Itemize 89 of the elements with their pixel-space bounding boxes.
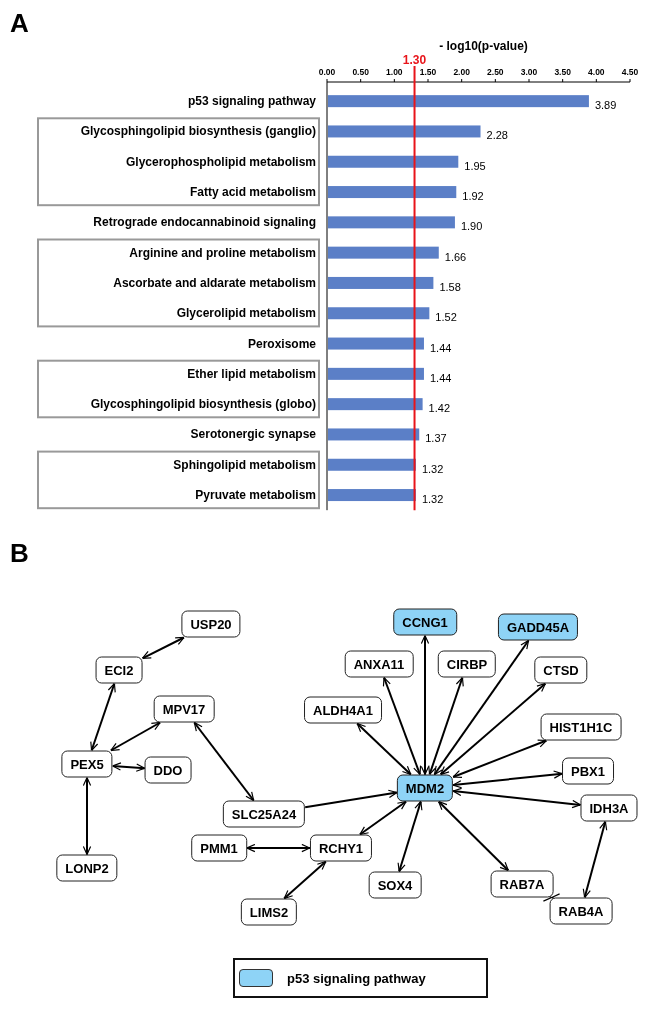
category-label: Glycosphingolipid biosynthesis (globo) <box>90 397 316 412</box>
value-label: 1.42 <box>428 402 451 415</box>
arrow <box>420 634 430 776</box>
category-label: Serotonergic synapse <box>190 427 316 442</box>
arrow <box>356 722 412 776</box>
gene-box: ECI2 <box>95 656 143 684</box>
threshold-label: 1.30 <box>402 53 427 67</box>
category-label: Pyruvate metabolism <box>195 488 316 503</box>
value-label: 1.52 <box>435 311 457 324</box>
gene-box: SOX4 <box>368 871 422 899</box>
gene-box: RAB7A <box>490 870 554 898</box>
tick-label: 4.50 <box>621 67 639 77</box>
arrow <box>452 739 548 778</box>
arrow <box>428 676 464 776</box>
arrow <box>452 770 563 789</box>
category-label: Glycerolipid metabolism <box>176 306 316 321</box>
arrow <box>245 843 311 853</box>
category-label: Glycerophospholipid metabolism <box>125 154 316 169</box>
gene-box: IDH3A <box>580 794 638 822</box>
gene-box: DDO <box>144 756 192 784</box>
value-label: 1.95 <box>464 159 486 172</box>
value-label: 2.28 <box>486 129 508 142</box>
gene-box: GADD45A <box>497 613 579 641</box>
gene-box: LONP2 <box>56 854 118 882</box>
arrow <box>433 639 530 776</box>
category-label: Fatty acid metabolism <box>189 185 316 200</box>
tick-label: 0.50 <box>352 67 369 77</box>
value-label: 1.66 <box>444 250 467 263</box>
value-label: 1.32 <box>421 493 444 506</box>
arrow <box>283 860 327 900</box>
arrow <box>439 682 547 776</box>
arrow <box>582 820 608 899</box>
gene-box: MDM2 <box>396 774 454 802</box>
tick-label: 0.00 <box>318 67 336 77</box>
gene-box: PEX5 <box>61 750 113 778</box>
gene-box: RCHY1 <box>309 834 373 862</box>
value-label: 1.92 <box>462 190 484 203</box>
arrow <box>397 800 423 873</box>
value-label: 1.44 <box>429 371 452 384</box>
arrow <box>109 721 162 752</box>
panel-letter: B <box>10 540 29 566</box>
gene-box: PBX1 <box>562 757 614 785</box>
tick-label: 1.00 <box>386 67 403 77</box>
tick-label: 4.00 <box>588 67 605 77</box>
value-label: 1.44 <box>429 341 452 354</box>
axis-title: - log10(p-value) <box>439 39 528 53</box>
gene-box: SLC25A24 <box>222 800 306 828</box>
arrow <box>304 789 398 809</box>
category-label: p53 signaling pathway <box>187 94 316 109</box>
arrow <box>382 676 422 776</box>
tick-label: 3.50 <box>554 67 571 77</box>
gene-box: CCNG1 <box>393 608 457 636</box>
value-label: 1.58 <box>439 280 461 293</box>
gene-box: MPV17 <box>153 695 215 723</box>
tick-label: 3.00 <box>520 67 538 77</box>
arrow <box>111 762 146 772</box>
tick-label: 2.50 <box>487 67 504 77</box>
arrow <box>543 893 560 902</box>
value-label: 1.37 <box>425 432 447 445</box>
gene-box: LIMS2 <box>240 898 298 926</box>
arrow <box>452 787 582 809</box>
panel-letter: A <box>10 10 29 36</box>
gene-box: ALDH4A1 <box>304 696 382 724</box>
legend-label: p53 signaling pathway <box>287 970 426 986</box>
arrow <box>141 636 185 660</box>
gene-box: PMM1 <box>191 834 247 862</box>
tick-label: 1.50 <box>419 67 437 77</box>
gene-box: ANXA11 <box>344 650 414 678</box>
arrow <box>193 721 255 802</box>
gene-box: USP20 <box>181 610 241 638</box>
arrow <box>82 776 92 856</box>
value-label: 3.89 <box>594 99 617 112</box>
gene-box: HIST1H1C <box>540 713 622 741</box>
gene-box: RAB4A <box>549 897 613 925</box>
arrow <box>358 800 408 836</box>
tick-label: 2.00 <box>453 67 470 77</box>
gene-box: CIRBP <box>437 650 497 678</box>
category-label: Peroxisome <box>247 336 316 351</box>
category-label: Retrograde endocannabinoid signaling <box>93 215 316 230</box>
gene-box: CTSD <box>534 656 588 684</box>
category-label: Arginine and proline metabolism <box>129 245 316 260</box>
value-label: 1.90 <box>460 220 483 233</box>
arrow <box>437 800 510 872</box>
category-label: Ether lipid metabolism <box>187 366 316 381</box>
arrow <box>90 682 116 752</box>
category-label: Glycosphingolipid biosynthesis (ganglio) <box>80 124 316 139</box>
category-label: Sphingolipid metabolism <box>173 457 316 472</box>
category-label: Ascorbate and aldarate metabolism <box>113 275 316 290</box>
value-label: 1.32 <box>421 462 444 475</box>
